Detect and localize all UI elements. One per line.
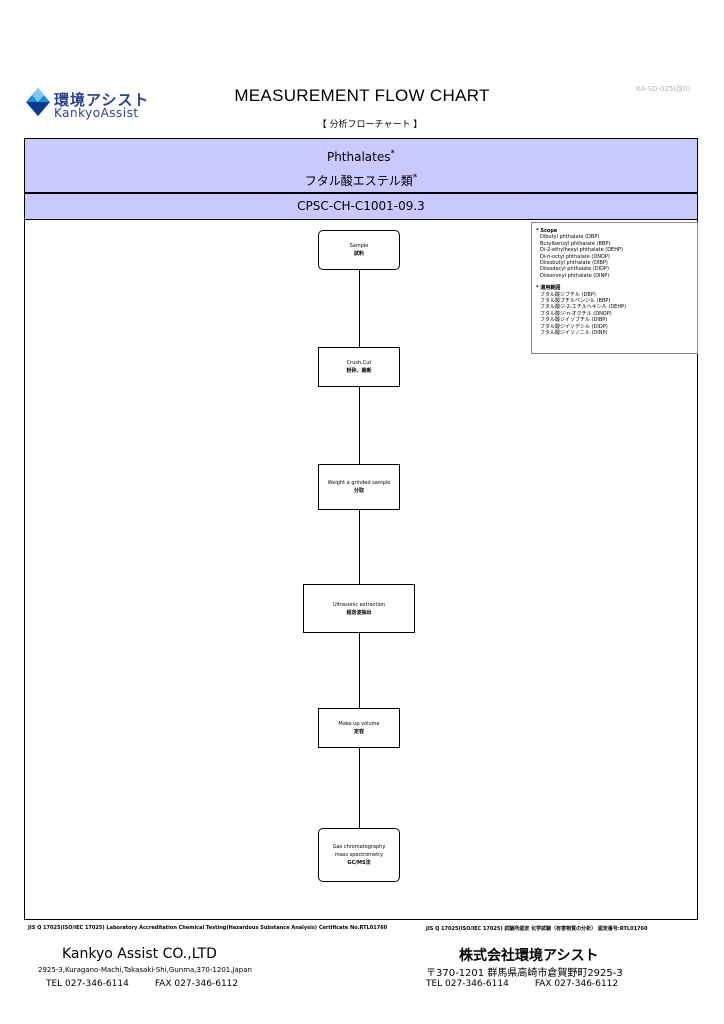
scope-box: * Scope Dibutyl phthalate (DBP) Butylben…	[531, 222, 698, 354]
scope-heading-en: * Scope	[536, 228, 558, 234]
method-banner: CPSC-CH-C1001-09.3	[24, 193, 698, 220]
scope-item-en: Di-2-ethylhexyl phthalate (DEHP)	[540, 247, 623, 254]
scope-heading-jp: * 適用範囲	[536, 285, 561, 292]
fax-number: FAX 027-346-6112	[154, 979, 239, 989]
page-subtitle: 【 分析フローチャート 】	[317, 120, 423, 130]
scope-item-en: Butylbenzyl phthalate (BBP)	[540, 240, 611, 247]
scope-item-en: Dibutyl phthalate (DBP)	[540, 234, 600, 241]
company-address-jp: 〒370-1201 群馬県高崎市倉賀野町2925-3	[426, 968, 623, 979]
substance-banner: Phthalates* フタル酸エステル類*	[24, 138, 698, 193]
scope-item-jp: フタル酸ジ-2-エチルヘキシル (DEHP)	[540, 304, 627, 311]
accreditation-note-jp: JIS Q 17025(ISO/IEC 17025) 試験所認定 化学試験（有害…	[426, 926, 648, 932]
tel-number: TEL 027-346-6114	[46, 979, 129, 989]
accreditation-note-en: JIS Q 17025(ISO/IEC 17025) Laboratory Ac…	[28, 925, 388, 931]
company-contact-jp: TEL 027-346-6114 FAX 027-346-6112	[426, 979, 618, 989]
scope-item-en: Diisodecyl phthalate (DIDP)	[540, 266, 609, 273]
logo-text-jp: 環境アシスト	[54, 91, 150, 109]
scope-item-en: Di-n-octyl phthalate (DNOP)	[540, 253, 610, 260]
substance-name-jp: フタル酸エステル類*	[304, 173, 418, 188]
scope-item-jp: フタル酸ジブチル (DBP)	[540, 291, 596, 298]
scope-item-jp: フタル酸ジイソデシル (DIDP)	[540, 323, 608, 330]
scope-item-jp: フタル酸ジイソブチル (DIBP)	[540, 317, 608, 324]
scope-item-jp: フタル酸ジ-n-オクチル (DNOP)	[540, 310, 612, 317]
substance-name-en: Phthalates*	[326, 149, 396, 164]
page-title: MEASUREMENT FLOW CHART	[234, 86, 490, 105]
scope-item-en: Diisononyl phthalate (DINP)	[540, 272, 610, 279]
scope-item-en: Diisobutyl phthalate (DIBP)	[540, 260, 608, 267]
company-contact-en: TEL 027-346-6114 FAX 027-346-6112	[46, 979, 238, 989]
tel-number: TEL 027-346-6114	[426, 979, 509, 989]
company-name-jp: 株式会社環境アシスト	[459, 948, 599, 964]
company-address-en: 2925-3,Kuragano-Machi,Takasaki-Shi,Gunma…	[38, 966, 252, 974]
company-logo-icon	[26, 88, 50, 116]
company-name-en: Kankyo Assist CO.,LTD	[62, 946, 217, 962]
document-code: KA-SD-025(改0)	[636, 85, 691, 93]
scope-item-jp: フタル酸ブチルベンジル (BBP)	[540, 298, 611, 305]
logo-text-en: KankyoAssist	[54, 106, 139, 120]
flow-connector-line	[359, 270, 360, 830]
scope-item-jp: フタル酸ジイソノニル (DINP)	[540, 330, 608, 337]
fax-number: FAX 027-346-6112	[534, 979, 619, 989]
